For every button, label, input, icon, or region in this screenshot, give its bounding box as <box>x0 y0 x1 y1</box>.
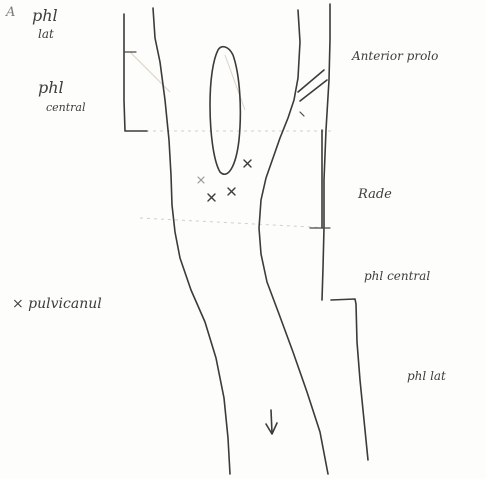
middle-zone-boundary <box>140 218 330 228</box>
small-tick-mark <box>300 112 304 116</box>
elongated-oval-outline <box>210 47 240 175</box>
upper-left-bracket <box>124 14 147 131</box>
label-central-upper: central <box>46 102 86 113</box>
cross-mark <box>228 188 235 195</box>
cross-mark <box>208 194 215 201</box>
label-lateral-top: lat <box>38 28 54 40</box>
faint-diagonal-stroke <box>130 52 170 92</box>
right-outer-line <box>322 4 330 300</box>
right-step-line <box>331 299 368 460</box>
corner-letter: A <box>6 6 15 19</box>
channel-right-wall <box>259 10 328 474</box>
slash-mark-2 <box>300 80 327 101</box>
channel-left-wall <box>153 8 230 474</box>
label-phl-lateral-bottom: phl lat <box>407 370 446 382</box>
label-phl-central-upper: phl <box>38 80 64 96</box>
label-left-side: × pulvicanul <box>12 297 102 311</box>
label-anterior-prolo: Anterior prolo <box>352 50 438 62</box>
cross-mark <box>244 160 251 167</box>
label-phl-lateral-top: phl <box>32 8 58 24</box>
cross-mark <box>198 177 204 183</box>
slash-mark-1 <box>298 70 324 92</box>
flow-arrow-icon <box>266 410 277 434</box>
label-phl-central-lower: phl central <box>364 270 430 282</box>
label-rade: Rade <box>358 188 392 201</box>
